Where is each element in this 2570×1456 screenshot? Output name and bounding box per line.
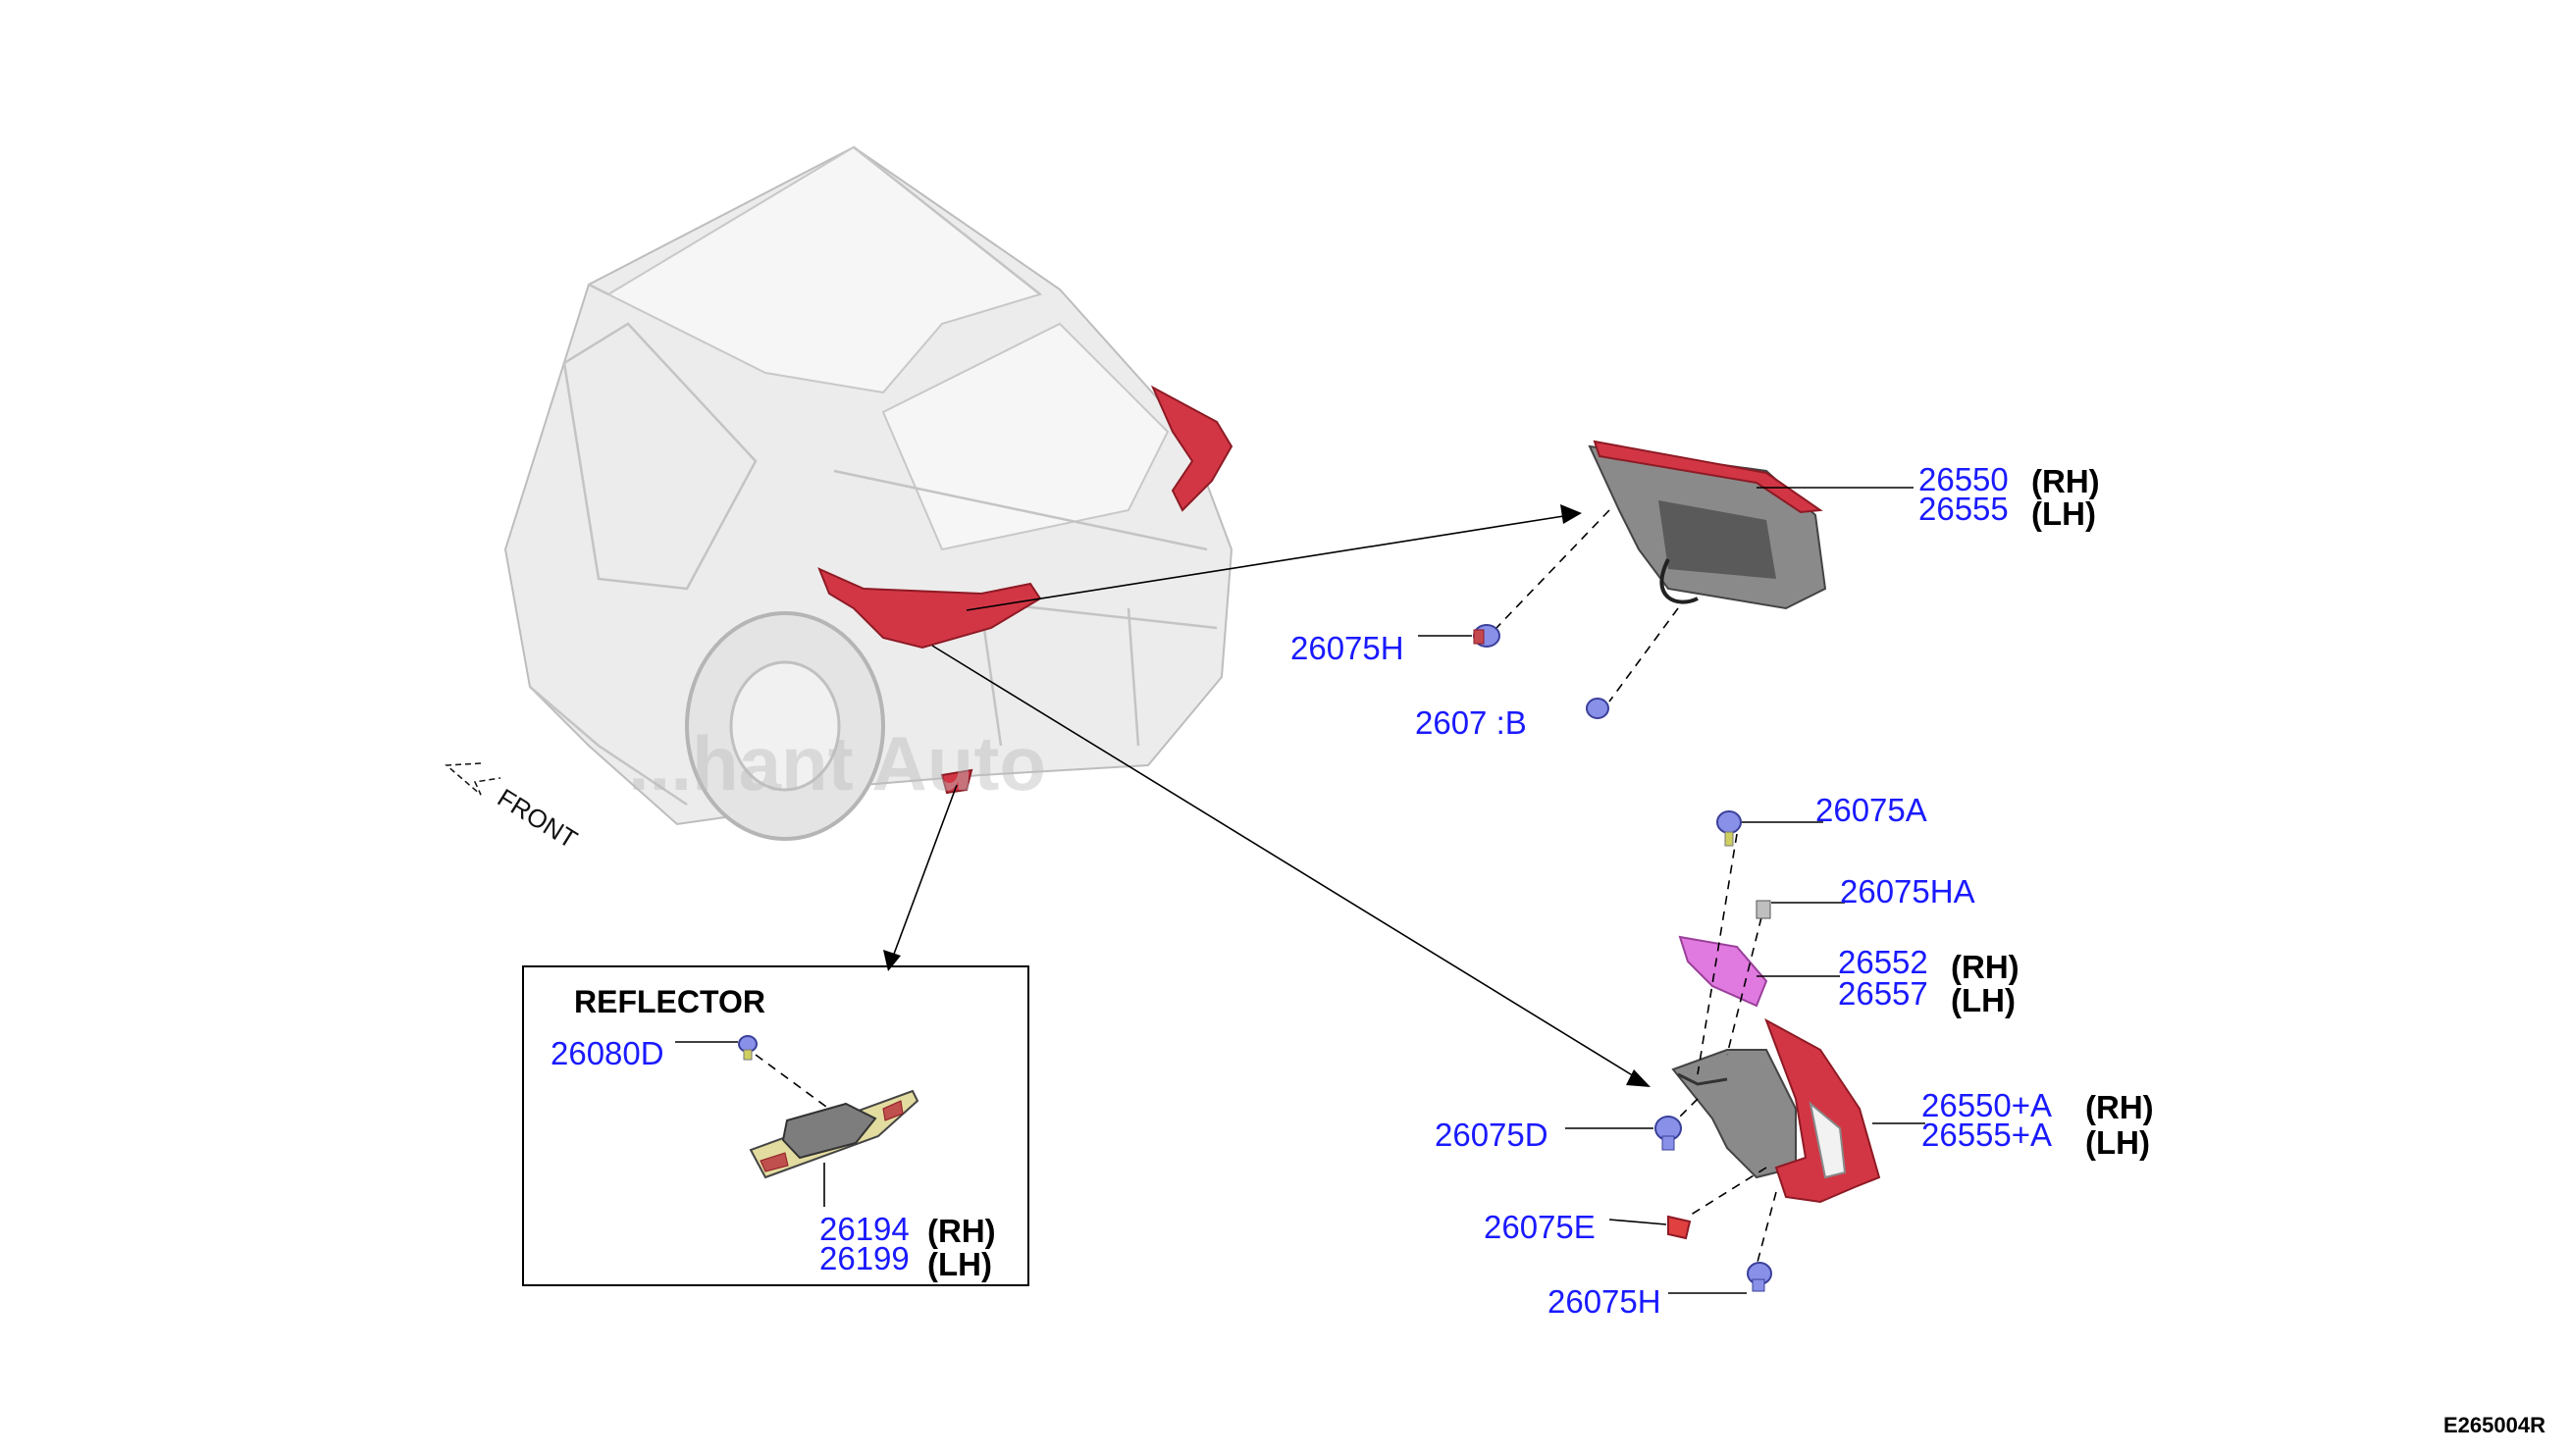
callout-26555A: 26555+A [1921,1117,2052,1153]
vehicle-illustration [503,145,1233,841]
callout-26550A: 26550+A [1921,1087,2052,1123]
front-label: FRONT [493,783,583,855]
clip-26075A [1716,810,1742,847]
callout-26555: 26555 [1918,491,2009,527]
upper-lamp-assembly [1418,440,1914,719]
reflector-box: REFLECTOR [522,965,1029,1286]
clip-26075H-top [1473,624,1500,648]
callout-26194: 26194 [819,1211,910,1247]
callout-26555A-lh: (LH) [2085,1124,2150,1161]
clip-26075B [1586,698,1609,719]
callout-26557: 26557 [1838,975,1928,1012]
callout-26552: 26552 [1838,944,1928,980]
callout-26075E: 26075E [1484,1209,1596,1245]
vehicle-lower-lamp-lh [817,567,1042,650]
diagram-code: E265004R [2443,1413,2545,1437]
clip-26075E [1667,1215,1692,1240]
callout-26552-rh: (RH) [1951,949,2019,985]
watermark: ...hant Auto [628,720,1046,806]
reflector-part [749,1089,919,1179]
callout-26075D: 26075D [1435,1117,1548,1153]
callout-26557-lh: (LH) [1951,982,2016,1018]
callout-26075HA: 26075HA [1840,873,1975,910]
vehicle-reflector [940,768,973,795]
callout-26550A-rh: (RH) [2085,1089,2154,1125]
callout-26075A: 26075A [1815,792,1927,828]
front-indicator: FRONT [445,762,583,855]
callout-26199-lh: (LH) [927,1246,992,1282]
callout-26550-rh: (RH) [2031,463,2100,499]
reflector-title: REFLECTOR [574,984,765,1019]
rear-wheel [685,611,885,841]
callout-26075B: 2607 :B [1415,704,1527,741]
clip-26080D [738,1035,758,1061]
leader-arrows [883,504,1651,1087]
callout-26199: 26199 [819,1240,910,1276]
clip-26075HA [1756,900,1771,919]
callout-26550: 26550 [1918,461,2009,497]
callout-26080D: 26080D [551,1035,664,1071]
gasket-26552 [1678,935,1768,1008]
clip-26075D [1654,1116,1682,1151]
callouts: 26550 (RH) 26555 (LH) 26075H 2607 :B 260… [551,461,2154,1320]
lower-lamp-assembly [1565,810,1925,1294]
callout-26555-lh: (LH) [2031,495,2096,532]
clip-26075H-bottom [1747,1262,1772,1292]
vehicle-upper-lamp-rh [1150,385,1233,512]
callout-26194-rh: (RH) [927,1213,996,1249]
callout-26075H-bottom: 26075H [1547,1283,1661,1320]
callout-26075H-top: 26075H [1290,630,1404,666]
